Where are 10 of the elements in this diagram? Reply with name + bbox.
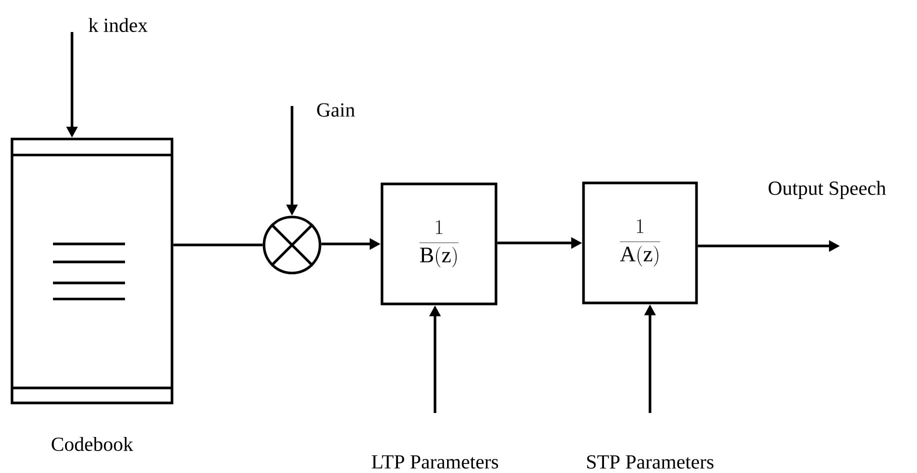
codebook-drawing: [10, 138, 174, 404]
edge-label: Output Speech: [768, 180, 886, 200]
edge-label: k index: [88, 18, 148, 32]
edge-label: STP Parameters: [587, 455, 714, 469]
edge-label: Gain: [317, 103, 355, 117]
node-label: Codebook: [52, 436, 134, 452]
edge-label: LTP Parameters: [372, 455, 498, 469]
filter-box: $\frac{1}{\mathrm{B(z)}}$: [380, 182, 498, 306]
filter-box: $\frac{1}{\mathrm{A(z)}}$: [582, 182, 698, 304]
multiplier-symbol: [262, 216, 322, 274]
